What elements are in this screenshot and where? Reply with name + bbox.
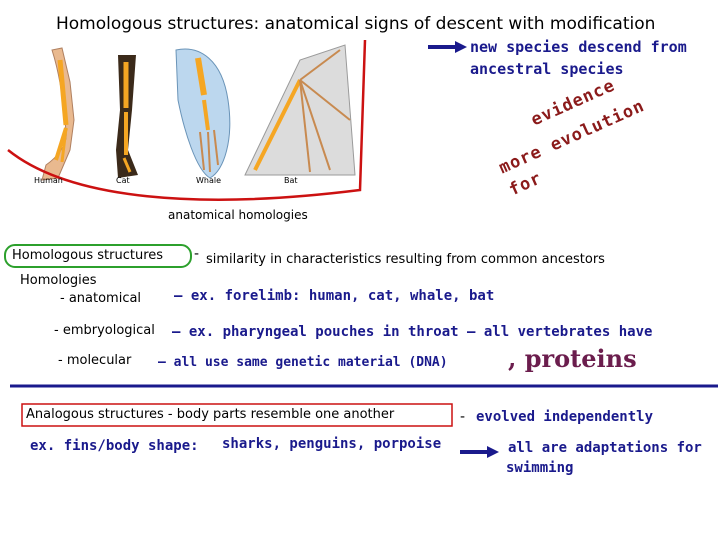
arrow-icon [460, 446, 499, 458]
forelimb-figure [7, 39, 367, 201]
definition-text: similarity in characteristics resulting … [206, 252, 605, 267]
analogous-example-label: ex. fins/body shape: [30, 438, 199, 454]
descent-note-line1: new species descend from [470, 38, 687, 56]
molecular-example: – all use same genetic material (DNA) [158, 355, 448, 370]
figure-label-cat: Cat [116, 176, 130, 185]
anatomical-example: – ex. forelimb: human, cat, whale, bat [174, 288, 495, 304]
cat-leg-image [116, 55, 138, 178]
term-homologous-structures: Homologous structures [12, 248, 164, 263]
embryological-example: – ex. pharyngeal pouches in throat – all… [172, 324, 653, 340]
analogous-dash: - [460, 409, 466, 425]
page-title: Homologous structures: anatomical signs … [56, 14, 656, 34]
anatomical-label: - anatomical [60, 291, 142, 306]
adaptations-line1: all are adaptations for [508, 440, 702, 456]
bat-wing-image [244, 44, 356, 176]
embryological-label: - embryological [54, 323, 155, 338]
analogous-box [21, 403, 453, 427]
descent-note-line2: ancestral species [470, 60, 624, 78]
arrow-icon [428, 41, 467, 53]
figure-caption: anatomical homologies [168, 208, 308, 222]
adaptations-line2: swimming [506, 460, 574, 476]
evolved-independently-note: evolved independently [476, 409, 654, 425]
analogous-definition: Analogous structures - body parts resemb… [26, 407, 395, 422]
figure-label-bat: Bat [284, 176, 298, 185]
human-arm-image [41, 47, 75, 181]
definition-dash: - [194, 246, 200, 262]
figure-label-human: Human [34, 176, 63, 185]
handwriting-proteins: , proteins [508, 344, 637, 373]
analogous-example-items: sharks, penguins, porpoise [222, 436, 442, 452]
molecular-label: - molecular [58, 353, 132, 368]
whale-flipper-image [175, 48, 231, 179]
term-highlight-box [4, 244, 192, 268]
figure-bracket [7, 39, 367, 201]
figure-label-whale: Whale [196, 176, 222, 185]
homologies-heading: Homologies [20, 273, 97, 288]
